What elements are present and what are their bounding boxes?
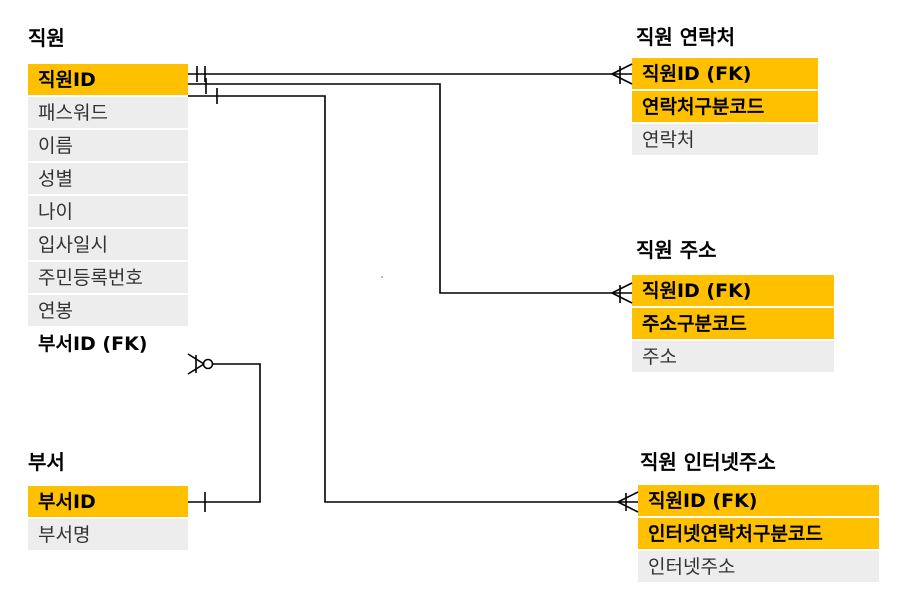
department-name-field: 부서명 [28,519,188,552]
department-table-title: 부서 [28,450,65,474]
address-type-code-field: 주소구분코드 [632,308,834,341]
employee-contact-table-title: 직원 연락처 [636,25,735,49]
gender-field: 성별 [28,163,188,196]
employee-address-relationship [188,78,633,304]
employee-address-table-title: 직원 주소 [636,238,717,262]
department-employee-relationship [187,353,261,512]
contact-employee-id-fk-field: 직원ID (FK) [632,58,818,91]
salary-field: 연봉 [28,295,188,328]
employee-internet-table-title: 직원 인터넷주소 [640,450,776,474]
stray-dot [381,276,383,278]
internet-employee-id-fk-field: 직원ID (FK) [638,485,879,518]
password-field: 패스워드 [28,97,188,130]
department-table: 부서ID 부서명 [28,486,188,552]
address-field: 주소 [632,341,834,374]
employee-contact-table: 직원ID (FK) 연락처구분코드 연락처 [632,58,818,157]
employee-contact-relationship [188,63,633,85]
employee-internet-table: 직원ID (FK) 인터넷연락처구분코드 인터넷주소 [638,485,879,584]
employee-table-title: 직원 [28,26,65,50]
name-field: 이름 [28,130,188,163]
address-employee-id-fk-field: 직원ID (FK) [632,275,834,308]
internet-contact-type-code-field: 인터넷연락처구분코드 [638,518,879,551]
contact-field: 연락처 [632,124,818,157]
resident-number-field: 주민등록번호 [28,262,188,295]
employee-id-field: 직원ID [28,64,188,97]
department-id-fk-field: 부서ID (FK) [28,328,188,361]
employee-internet-relationship [188,88,639,513]
employee-address-table: 직원ID (FK) 주소구분코드 주소 [632,275,834,374]
contact-type-code-field: 연락처구분코드 [632,91,818,124]
employee-table: 직원ID 패스워드 이름 성별 나이 입사일시 주민등록번호 연봉 부서ID (… [28,64,188,361]
internet-address-field: 인터넷주소 [638,551,879,584]
age-field: 나이 [28,196,188,229]
department-id-field: 부서ID [28,486,188,519]
hire-date-field: 입사일시 [28,229,188,262]
